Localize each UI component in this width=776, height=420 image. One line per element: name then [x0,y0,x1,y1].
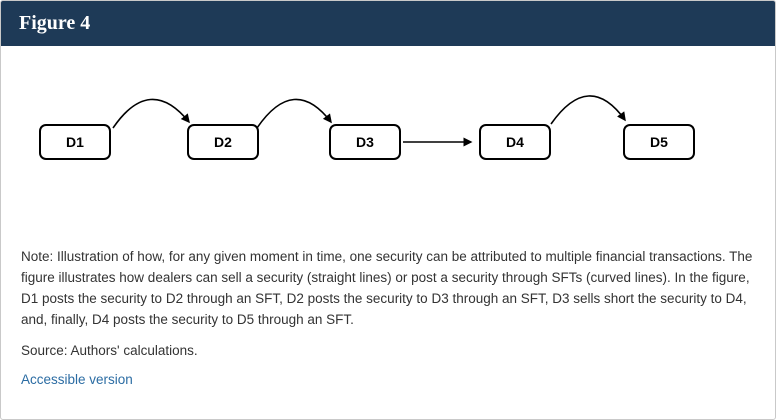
sft-arrow-d2-d3 [256,98,332,129]
dealer-node-d4: D4 [479,124,551,160]
figure-header: Figure 4 [1,1,775,46]
diagram-arrows [112,95,626,147]
figure-title: Figure 4 [19,12,91,34]
dealer-node-d2: D2 [187,124,259,160]
dealer-node-label: D2 [214,134,232,150]
note-text: Note: Illustration of how, for any given… [21,249,753,327]
sft-arrow-d4-d5 [550,95,626,125]
dealer-node-label: D3 [356,134,374,150]
dealer-node-label: D1 [66,134,84,150]
figure-caption-block: Note: Illustration of how, for any given… [1,246,775,389]
sft-arrow-d1-d2 [112,98,190,129]
source-text: Source: Authors' calculations. [21,343,198,358]
dealer-chain-diagram: D1 D2 D3 D4 D5 [1,46,775,234]
dealer-node-label: D4 [506,134,524,150]
dealer-node-d1: D1 [39,124,111,160]
dealer-node-d3: D3 [329,124,401,160]
dealer-node-label: D5 [650,134,668,150]
dealer-node-d5: D5 [623,124,695,160]
accessible-version-link[interactable]: Accessible version [21,372,133,387]
